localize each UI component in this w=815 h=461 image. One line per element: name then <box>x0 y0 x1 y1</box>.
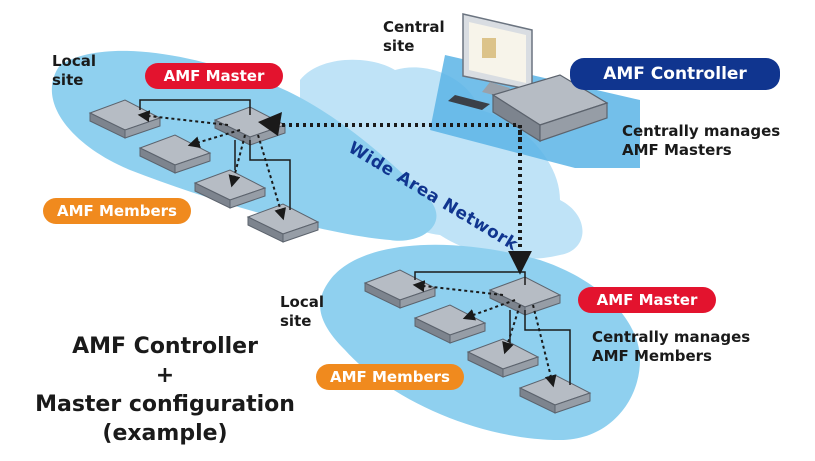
bottom-local-site-label: Local site <box>280 293 324 331</box>
switch-icon <box>518 374 592 414</box>
bottom-amf-members-badge: AMF Members <box>316 364 464 390</box>
computer-icon <box>448 13 533 110</box>
wan-management-link <box>275 123 532 275</box>
bottom-member-management-links <box>412 280 557 388</box>
central-site-label-line2: site <box>383 37 415 55</box>
bottom-manages-line2: AMF Members <box>592 347 712 365</box>
controller-manages-text: Centrally manages AMF Masters <box>622 122 780 160</box>
top-member-management-links <box>137 110 286 221</box>
controller-manages-line2: AMF Masters <box>622 141 732 159</box>
top-local-site-label: Local site <box>52 52 96 90</box>
caption-line1: AMF Controller <box>72 334 258 359</box>
master-arrowhead <box>258 112 282 136</box>
bottom-local-site-label-line1: Local <box>280 293 325 311</box>
central-site-label-line1: Central <box>383 18 445 36</box>
bottom-switch-group <box>363 269 592 414</box>
top-amf-members-badge: AMF Members <box>43 198 191 224</box>
switch-icon <box>88 99 162 139</box>
controller-manages-line1: Centrally manages <box>622 122 781 140</box>
amf-controller-badge: AMF Controller <box>570 58 780 90</box>
top-amf-master-badge: AMF Master <box>145 63 283 89</box>
switch-icon <box>363 269 437 309</box>
top-cabling <box>139 99 291 210</box>
top-local-site-label-line2: site <box>52 71 84 89</box>
bottom-manages-line1: Centrally manages <box>592 328 751 346</box>
bottom-local-site-label-line2: site <box>280 312 312 330</box>
switch-icon <box>413 304 487 344</box>
caption-line3: Master configuration <box>35 392 295 417</box>
central-site-label: Central site <box>383 18 445 56</box>
bottom-master-manages-text: Centrally manages AMF Members <box>592 328 750 366</box>
bottom-amf-master-badge: AMF Master <box>578 287 716 313</box>
top-local-site-label-line1: Local <box>52 52 97 70</box>
bottom-cabling <box>414 271 571 385</box>
caption-line4: (example) <box>102 421 228 446</box>
configuration-caption: AMF Controller + Master configuration (e… <box>0 332 330 448</box>
caption-line2: + <box>155 363 175 388</box>
switch-icon <box>138 134 212 174</box>
local-site-top-panel <box>51 50 437 241</box>
wan-cloud <box>298 59 583 259</box>
